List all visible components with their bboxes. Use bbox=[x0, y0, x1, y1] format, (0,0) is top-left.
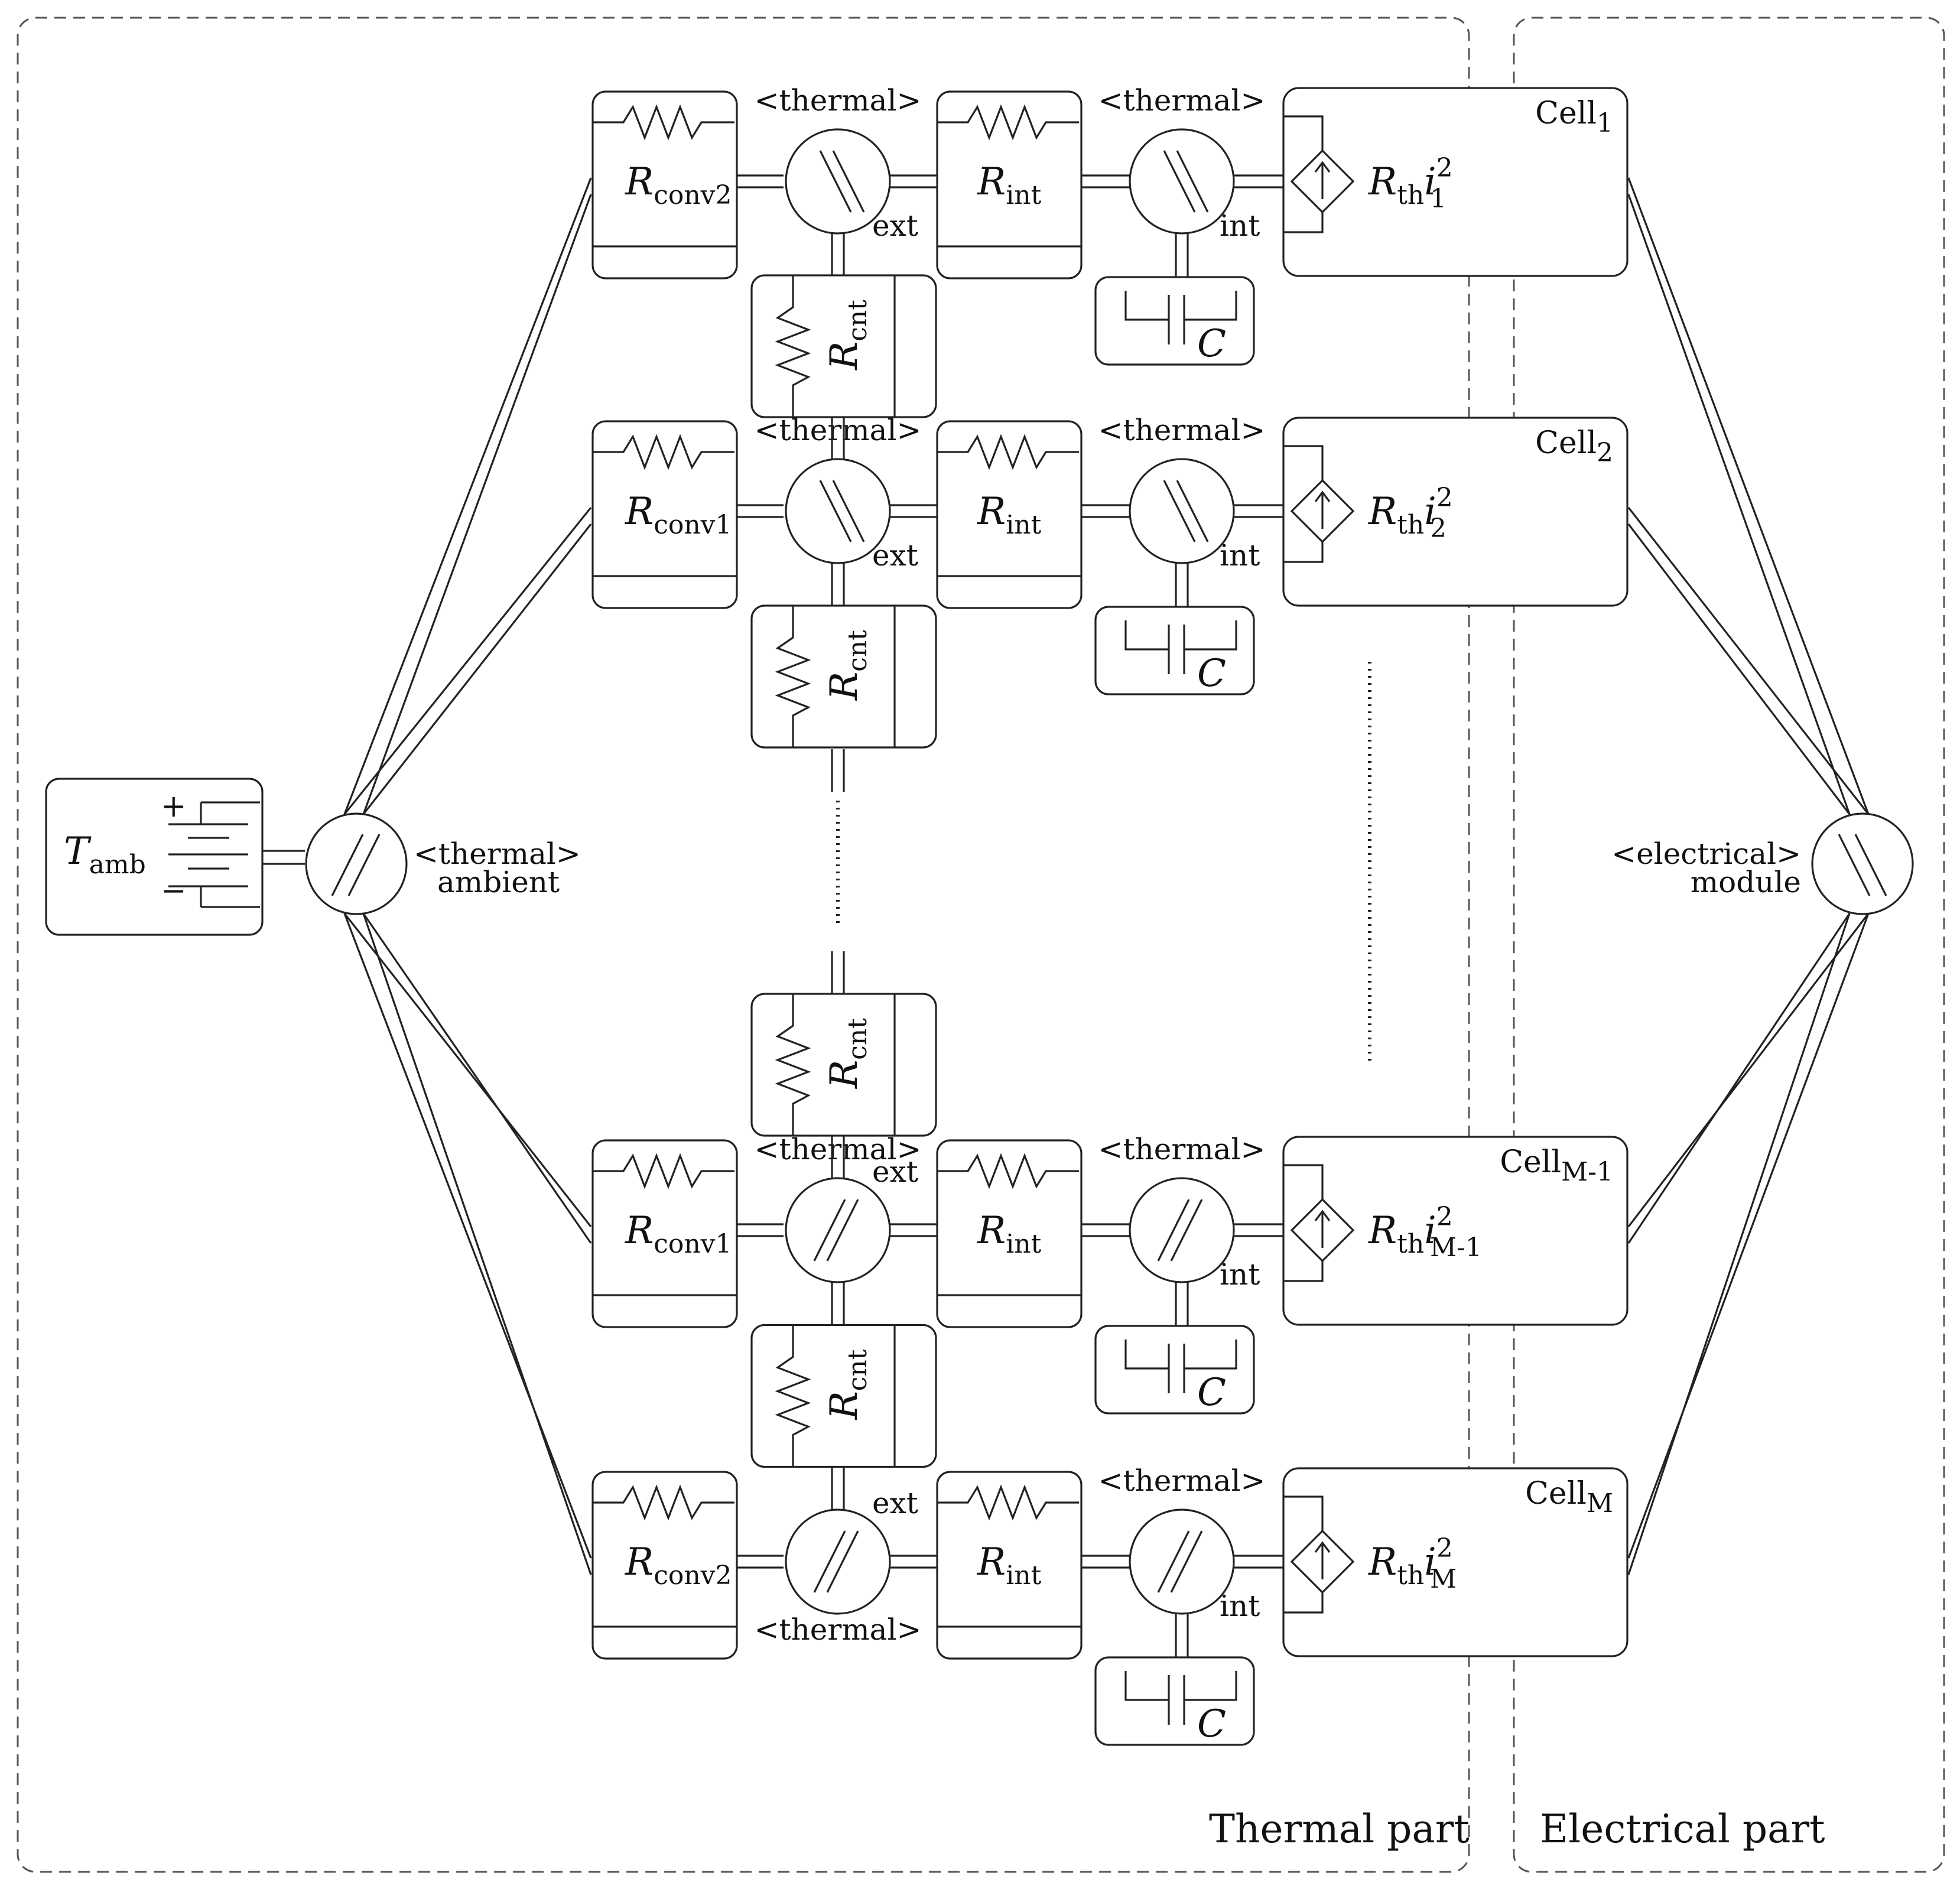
cnt-resistor-block: Rcnt bbox=[750, 604, 937, 749]
int-label: int bbox=[1220, 1257, 1260, 1292]
internal-resistor-label: Rint bbox=[977, 490, 1042, 540]
internal-resistor-block bbox=[936, 1139, 1083, 1328]
int-label: int bbox=[1220, 538, 1260, 573]
ext-thermal-tag: <thermal> bbox=[755, 1612, 922, 1647]
ext-label: ext bbox=[872, 209, 918, 243]
conv-resistor-label: Rconv1 bbox=[625, 1209, 732, 1259]
cell-label: Cell1 bbox=[1535, 96, 1613, 138]
cell-label: Cell2 bbox=[1535, 425, 1613, 468]
capacitor-label: C bbox=[1197, 652, 1226, 695]
ambient-port-type: <thermal> bbox=[414, 837, 581, 871]
heat-source-label: Rthi2 bbox=[1368, 153, 1453, 210]
internal-resistor-block bbox=[936, 90, 1083, 279]
module-port-name: module bbox=[1691, 865, 1801, 899]
current-subscript: 2 bbox=[1430, 513, 1447, 544]
cnt-resistor-block: Rcnt bbox=[750, 274, 937, 418]
cnt-stub-bottom bbox=[831, 951, 845, 995]
cell-label: CellM bbox=[1525, 1476, 1613, 1519]
conv-resistor-block bbox=[591, 90, 738, 279]
current-subscript: M bbox=[1430, 1564, 1457, 1594]
capacitor-block bbox=[1094, 276, 1255, 366]
ambient-symbol: T bbox=[64, 830, 92, 873]
internal-resistor-label: Rint bbox=[977, 160, 1042, 210]
ambient-connector bbox=[305, 812, 408, 915]
ext-label: ext bbox=[872, 1486, 918, 1520]
heat-source-label: Rthi2 bbox=[1368, 1202, 1453, 1259]
svg-text:Tamb: Tamb bbox=[64, 830, 146, 880]
conv-resistor-block bbox=[591, 1471, 738, 1660]
ext-label: ext bbox=[872, 538, 918, 573]
conv-resistor-label: Rconv1 bbox=[625, 490, 732, 540]
cell-label: CellM-1 bbox=[1500, 1145, 1613, 1187]
int-thermal-tag: <thermal> bbox=[1098, 413, 1266, 447]
electrical-part-label: Electrical part bbox=[1540, 1806, 1825, 1852]
internal-resistor-block bbox=[936, 1471, 1083, 1660]
cnt-resistor-block: Rcnt bbox=[750, 1324, 937, 1468]
ambient-minus-sign: − bbox=[161, 873, 187, 909]
heat-source-label: Rthi2 bbox=[1368, 483, 1453, 540]
heat-source-label: Rthi2 bbox=[1368, 1533, 1453, 1591]
cell-block bbox=[1282, 87, 1629, 277]
int-thermal-tag: <thermal> bbox=[1098, 1132, 1266, 1166]
cnt-resistor-block: Rcnt bbox=[750, 993, 937, 1137]
current-subscript: M-1 bbox=[1430, 1233, 1482, 1263]
ext-thermal-tag: <thermal> bbox=[755, 413, 922, 447]
cell-block bbox=[1282, 1467, 1629, 1657]
internal-resistor-label: Rint bbox=[977, 1540, 1042, 1591]
int-connector bbox=[1129, 1508, 1235, 1615]
ext-connector bbox=[785, 128, 891, 235]
ext-label: ext bbox=[872, 1155, 918, 1189]
ext-connector bbox=[785, 1508, 891, 1615]
capacitor-block bbox=[1094, 1656, 1255, 1746]
module-connector bbox=[1811, 812, 1914, 915]
cell-row: Rconv1<thermal>extRint<thermal>intCRthi2… bbox=[591, 1132, 1629, 1415]
cnt-resistor-label: Rcnt bbox=[823, 630, 873, 701]
int-thermal-tag: <thermal> bbox=[1098, 1464, 1266, 1498]
internal-resistor-block bbox=[936, 420, 1083, 609]
ext-thermal-tag: <thermal> bbox=[755, 83, 922, 118]
ambient-port-name: ambient bbox=[437, 865, 560, 899]
ambient-temperature-source: + − Tamb bbox=[45, 778, 264, 936]
fan-out-links bbox=[343, 177, 1870, 1575]
conv-resistor-block bbox=[591, 1139, 738, 1328]
conv-resistor-block bbox=[591, 420, 738, 609]
cnt-resistor-label: Rcnt bbox=[823, 1349, 873, 1420]
int-connector bbox=[1129, 128, 1235, 235]
cell-block bbox=[1282, 1136, 1629, 1326]
capacitor-block bbox=[1094, 606, 1255, 695]
thermal-part-label: Thermal part bbox=[1209, 1806, 1470, 1852]
current-subscript: 1 bbox=[1430, 184, 1447, 214]
conv-resistor-label: Rconv2 bbox=[625, 1540, 732, 1591]
capacitor-label: C bbox=[1197, 1371, 1226, 1415]
cnt-resistor-label: Rcnt bbox=[823, 300, 873, 370]
cell-block bbox=[1282, 417, 1629, 607]
int-label: int bbox=[1220, 209, 1260, 243]
capacitor-block bbox=[1094, 1325, 1255, 1415]
ambient-subscript: amb bbox=[89, 850, 146, 880]
capacitor-label: C bbox=[1197, 1702, 1226, 1746]
internal-resistor-label: Rint bbox=[977, 1209, 1042, 1259]
cnt-stub-top bbox=[831, 749, 845, 792]
module-port-type: <electrical> bbox=[1611, 837, 1801, 871]
int-label: int bbox=[1220, 1589, 1260, 1623]
int-connector bbox=[1129, 1177, 1235, 1283]
ambient-plus-sign: + bbox=[161, 789, 187, 824]
ext-thermal-tag: <thermal> bbox=[755, 1132, 922, 1166]
thermal-part-frame bbox=[17, 17, 1470, 1873]
cnt-resistor-label: Rcnt bbox=[823, 1018, 873, 1089]
ext-connector bbox=[785, 458, 891, 564]
ext-connector bbox=[785, 1177, 891, 1283]
cell-rows: Rconv2<thermal>extRint<thermal>intCRthi2… bbox=[591, 83, 1629, 1746]
int-connector bbox=[1129, 458, 1235, 564]
capacitor-label: C bbox=[1197, 322, 1226, 366]
int-thermal-tag: <thermal> bbox=[1098, 83, 1266, 118]
electrical-part-frame bbox=[1513, 17, 1945, 1873]
conv-resistor-label: Rconv2 bbox=[625, 160, 732, 210]
